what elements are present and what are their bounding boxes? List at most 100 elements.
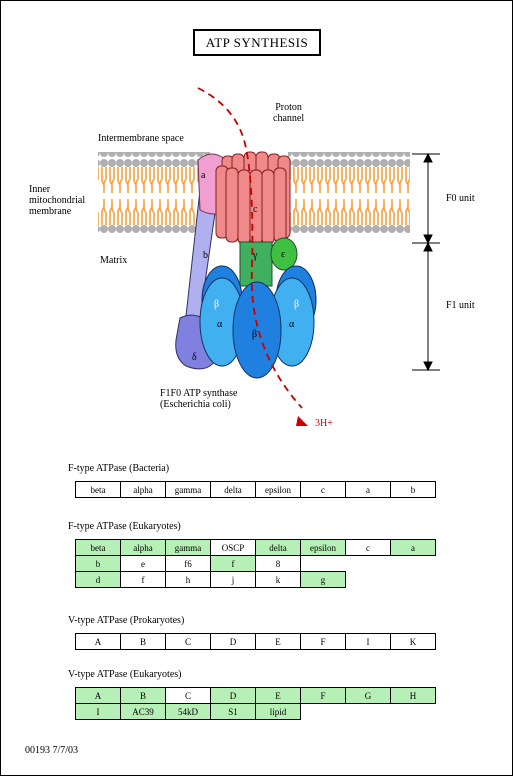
subunit-cell: I (75, 703, 121, 720)
alpha-left-label: α (217, 319, 223, 330)
subunit-cell: I (345, 633, 391, 650)
subunit-cell: H (390, 687, 436, 704)
subunit-cell: beta (75, 539, 121, 556)
f0-unit-label: F0 unit (446, 193, 475, 204)
subunit-cell: A (75, 633, 121, 650)
beta-center-label: β (252, 329, 258, 340)
subunit-cell: B (120, 687, 166, 704)
subunit-cell: C (165, 633, 211, 650)
membrane-right (288, 152, 410, 234)
subunit-cell: h (165, 571, 211, 588)
synthase-label: F1F0 ATP synthase (Escherichia coli) (160, 388, 238, 410)
subunit-cell: a (345, 481, 391, 498)
gamma-label: γ (253, 250, 258, 261)
a-label: a (201, 170, 206, 181)
subunit-cell: e (120, 555, 166, 572)
empty-cell (346, 704, 391, 720)
empty-cell (391, 556, 436, 572)
subunit-cell: a (390, 539, 436, 556)
subunit-cell: c (345, 539, 391, 556)
subunit-cell: j (210, 571, 256, 588)
subunit-cell: f6 (165, 555, 211, 572)
beta-center (232, 281, 282, 379)
unit-scale (412, 152, 440, 372)
section-title: F-type ATPase (Bacteria) (68, 463, 170, 474)
subunit-cell: alpha (120, 539, 166, 556)
subunit-cell: E (255, 633, 301, 650)
subunit-cell: d (75, 571, 121, 588)
subunit-cell: C (165, 687, 211, 704)
page-title: ATP SYNTHESIS (193, 29, 321, 56)
subunit-cell: beta (75, 481, 121, 498)
subunit-cell: F (300, 687, 346, 704)
beta-left-label: β (214, 299, 220, 310)
proton-out-label: 3H+ (315, 418, 333, 429)
subunit-cell: A (75, 687, 121, 704)
subunit-cell: S1 (210, 703, 256, 720)
subunit-cell: delta (255, 539, 301, 556)
subunit-cell: f (120, 571, 166, 588)
subunit-cell: epsilon (300, 539, 346, 556)
alpha-right-label: α (289, 319, 295, 330)
epsilon-label: ε (281, 249, 286, 260)
subunit-cell: D (210, 633, 256, 650)
empty-cell (391, 704, 436, 720)
subunit-cell: gamma (165, 539, 211, 556)
subunit-cell: E (255, 687, 301, 704)
section-title: V-type ATPase (Prokaryotes) (68, 615, 185, 626)
proton-arrow-head (296, 416, 308, 426)
atp-synthase-diagram (98, 87, 440, 426)
subunit-cell: alpha (120, 481, 166, 498)
subunit-cell: c (300, 481, 346, 498)
subunit-cell: K (390, 633, 436, 650)
subunit-cell: 8 (255, 555, 301, 572)
matrix-label: Matrix (100, 255, 128, 266)
b-label: b (203, 250, 208, 261)
subunit-cell: OSCP (210, 539, 256, 556)
subunit-cell: gamma (165, 481, 211, 498)
subunit-cell: b (75, 555, 121, 572)
empty-cell (301, 704, 346, 720)
c-label: c (253, 204, 258, 215)
inner-membrane-label: Inner mitochondrial membrane (29, 184, 86, 217)
subunit-cell: g (300, 571, 346, 588)
empty-cell (301, 556, 346, 572)
subunit-cell: B (120, 633, 166, 650)
subunit-cell: epsilon (255, 481, 301, 498)
footer-id: 00193 7/7/03 (25, 745, 79, 756)
subunit-cell: b (390, 481, 436, 498)
empty-cell (346, 556, 391, 572)
subunit-cell: D (210, 687, 256, 704)
epsilon-subunit (270, 237, 298, 271)
proton-channel-label: Proton channel (273, 102, 305, 124)
section-title: F-type ATPase (Eukaryotes) (68, 521, 181, 532)
f1-unit-label: F1 unit (446, 300, 475, 311)
section-title: V-type ATPase (Eukaryotes) (68, 669, 182, 680)
subunit-cell: G (345, 687, 391, 704)
subunit-cell: f (210, 555, 256, 572)
beta-right-label: β (294, 299, 300, 310)
membrane-left (98, 152, 210, 234)
subunit-cell: F (300, 633, 346, 650)
subunit-cell: delta (210, 481, 256, 498)
proton-arrow-in (197, 87, 303, 409)
subunit-cell: AC39 (120, 703, 166, 720)
c-ring (215, 151, 291, 245)
intermembrane-label: Intermembrane space (98, 133, 184, 144)
gamma-subunit (239, 241, 273, 287)
delta-label: δ (192, 352, 197, 363)
empty-cell (346, 572, 391, 588)
subunit-cell: 54kD (165, 703, 211, 720)
subunit-cell: lipid (255, 703, 301, 720)
